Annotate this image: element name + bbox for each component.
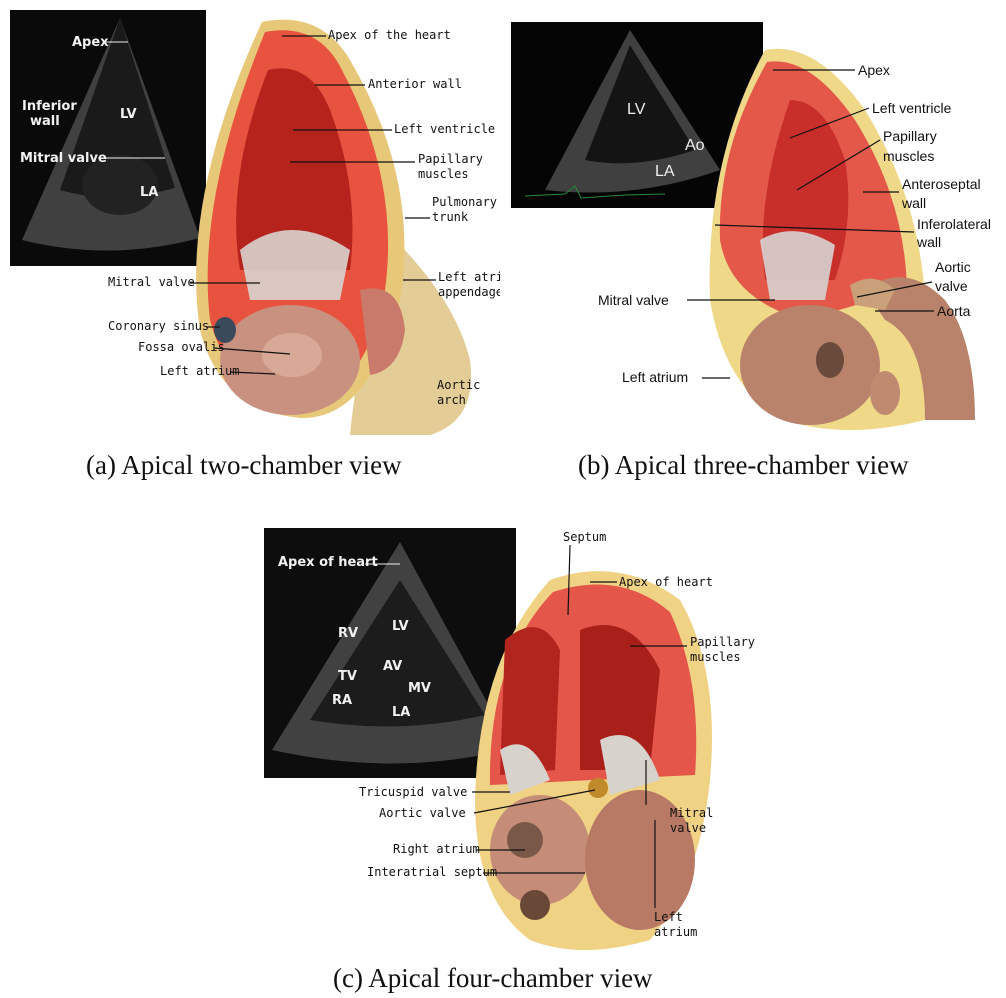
panel-b: LV Ao LA Apex Left ventricle Papillary m… xyxy=(505,0,1006,440)
label-fossa-ovalis: Fossa ovalis xyxy=(138,340,225,354)
label-atrium-c: atrium xyxy=(654,925,697,939)
echo-rv-label: RV xyxy=(338,626,358,641)
echo-ra-label: RA xyxy=(332,693,352,708)
label-papillary-c: Papillary xyxy=(690,635,755,649)
label-aortic-b: Aortic xyxy=(935,259,971,275)
label-mitral-valve-b: Mitral valve xyxy=(598,292,669,308)
label-papillary-muscles-c: muscles xyxy=(690,650,741,664)
echo-wall-label: wall xyxy=(30,114,60,129)
panel-c-figure: Apex of heart RV LV TV AV RA MV LA Septu… xyxy=(250,520,770,960)
label-right-atrium-c: Right atrium xyxy=(393,842,480,856)
echo-inferior-label: Inferior xyxy=(22,99,77,114)
label-anteroseptal: Anteroseptal xyxy=(902,176,981,192)
label-anterior-wall: Anterior wall xyxy=(368,77,462,91)
echo-lv-label: LV xyxy=(120,107,137,122)
label-left-atrial: Left atrial xyxy=(438,270,500,284)
echo-mitral-label: Mitral valve xyxy=(20,151,107,166)
label-left-c: Left xyxy=(654,910,683,924)
label-apex-b: Apex xyxy=(858,62,890,78)
echo-lv-label-b: LV xyxy=(627,101,646,118)
echo-tv-label: TV xyxy=(338,669,357,684)
label-tricuspid-c: Tricuspid valve xyxy=(359,785,467,799)
label-aortic: Aortic xyxy=(437,378,480,392)
echo-la-label-b: LA xyxy=(655,163,675,180)
label-left-ventricle: Left ventricle xyxy=(394,122,495,136)
label-pulmonary: Pulmonary xyxy=(432,195,497,209)
label-interatrial-c: Interatrial septum xyxy=(367,865,497,879)
label-left-atrium: Left atrium xyxy=(160,364,239,378)
label-mitral-c: Mitral xyxy=(670,806,713,820)
label-aortic-valve-b: valve xyxy=(935,278,968,294)
label-apex-heart: Apex of the heart xyxy=(328,28,451,42)
echo-la-label-c: LA xyxy=(392,705,410,720)
label-papillary: Papillary xyxy=(418,152,483,166)
label-left-atrial-appendage: appendage xyxy=(438,285,500,299)
panel-a: Apex Inferior wall LV Mitral valve LA Ap… xyxy=(0,0,500,440)
panel-b-figure: LV Ao LA Apex Left ventricle Papillary m… xyxy=(505,0,1006,440)
label-septum-c: Septum xyxy=(563,530,606,544)
echo-mv-label: MV xyxy=(408,681,431,696)
echo-apex-label-c: Apex of heart xyxy=(278,555,378,570)
label-inferolateral: Inferolateral xyxy=(917,216,991,232)
caption-b: (b) Apical three-chamber view xyxy=(578,450,909,481)
label-papillary-muscles: muscles xyxy=(418,167,469,181)
label-anteroseptal-wall: wall xyxy=(901,195,926,211)
echo-lv-label-c: LV xyxy=(392,619,409,634)
caption-a: (a) Apical two-chamber view xyxy=(86,450,402,481)
label-left-atrium-b: Left atrium xyxy=(622,369,688,385)
echo-av-label: AV xyxy=(383,659,402,674)
label-aortic-valve-c: Aortic valve xyxy=(379,806,466,820)
caption-c: (c) Apical four-chamber view xyxy=(333,963,653,994)
label-aortic-arch: arch xyxy=(437,393,466,407)
echo-la-label: LA xyxy=(140,185,158,200)
label-inferolateral-wall: wall xyxy=(916,234,941,250)
label-left-ventricle-b: Left ventricle xyxy=(872,100,952,116)
label-apex-heart-c: Apex of heart xyxy=(619,575,713,589)
panel-c: Apex of heart RV LV TV AV RA MV LA Septu… xyxy=(250,520,770,960)
label-papillary-muscles-b: muscles xyxy=(883,148,934,164)
label-mitral-valve: Mitral valve xyxy=(108,275,195,289)
label-pulmonary-trunk: trunk xyxy=(432,210,469,224)
echo-ao-label-b: Ao xyxy=(685,137,705,154)
label-aorta-b: Aorta xyxy=(937,303,971,319)
label-coronary-sinus: Coronary sinus xyxy=(108,319,209,333)
label-papillary-b: Papillary xyxy=(883,128,937,144)
panel-a-figure: Apex Inferior wall LV Mitral valve LA Ap… xyxy=(0,0,500,440)
label-mitral-valve-c: valve xyxy=(670,821,706,835)
